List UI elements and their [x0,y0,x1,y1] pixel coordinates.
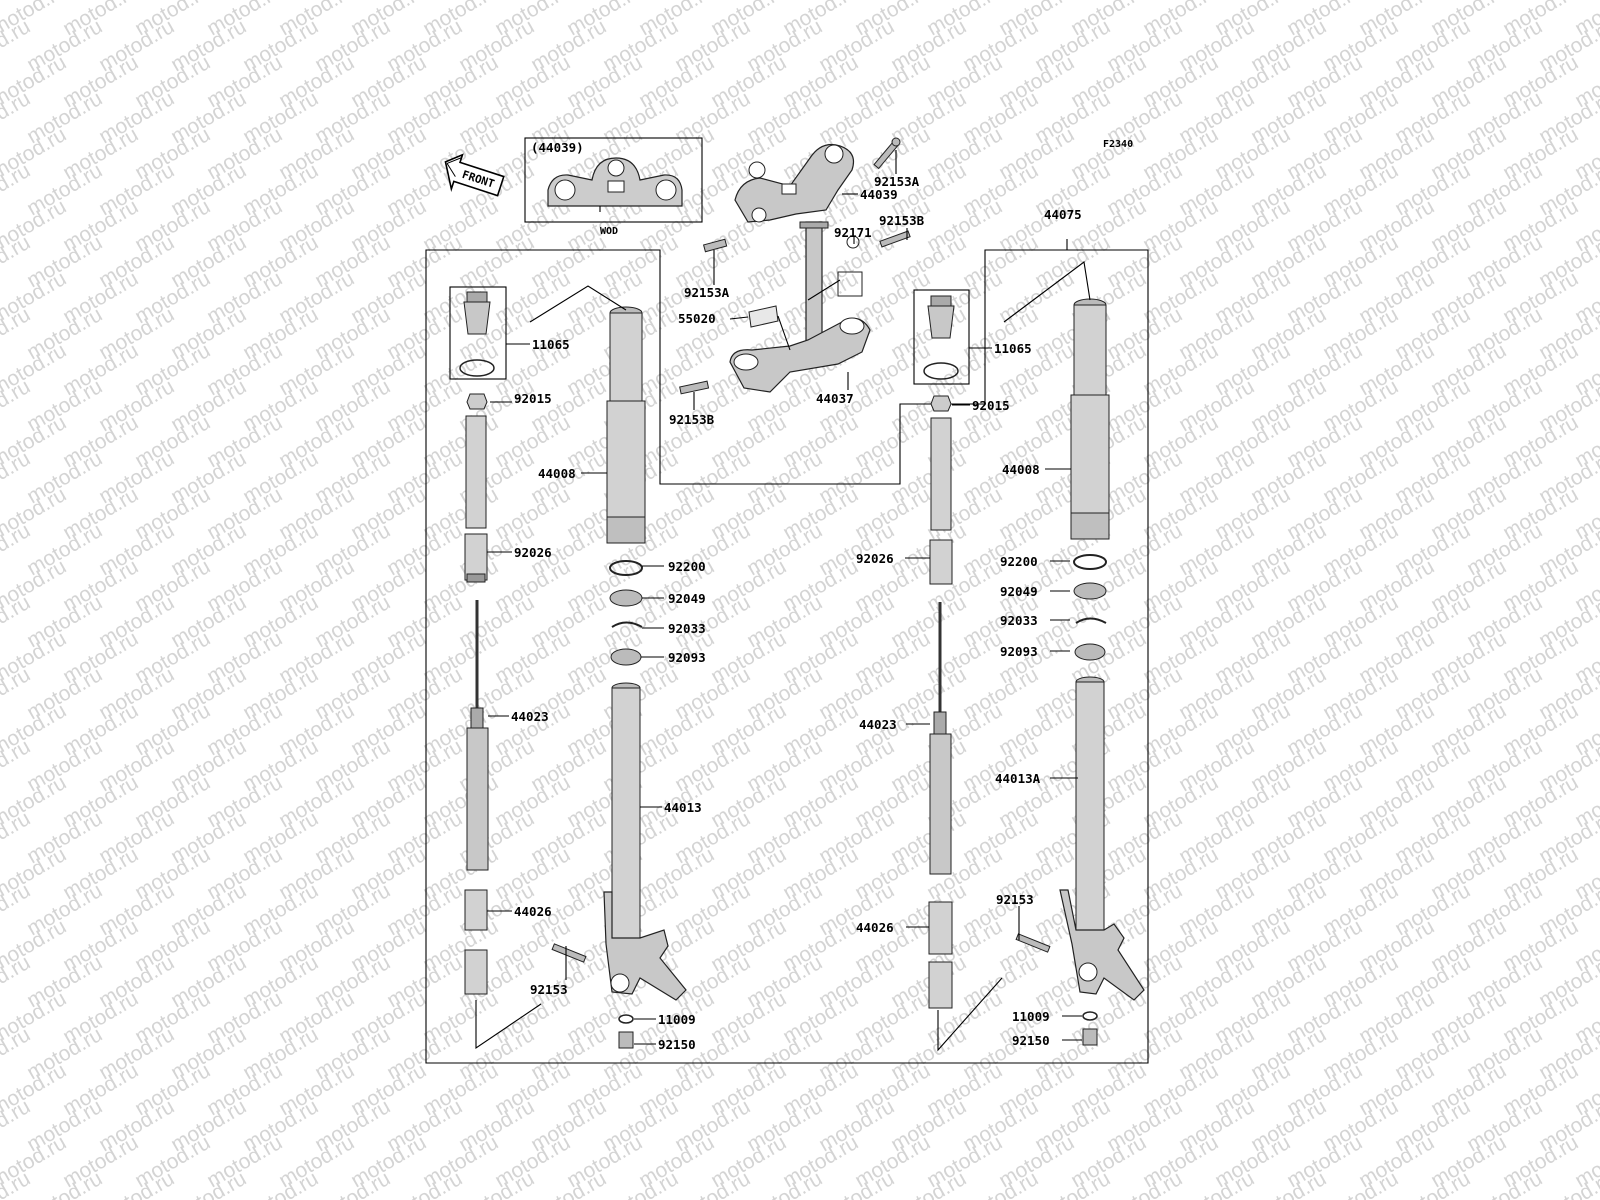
right-bolt-92150-icon [1082,1028,1098,1046]
callout-r-ring-92200: 92200 [1000,554,1038,569]
diagram-code: F2340 [1103,139,1133,150]
right-ring-92200-icon [1073,554,1107,570]
left-nut-92015-icon [466,393,488,410]
right-seal-92093-icon [1074,643,1106,661]
callout-l-seal-92093: 92093 [668,650,706,665]
right-seal-92049-icon [1073,582,1107,600]
callout-l-adjuster: 11065 [532,337,570,352]
callout-r-seal-92049: 92049 [1000,584,1038,599]
callout-l-outer-upper: 44008 [538,466,576,481]
callout-r-clip-92033: 92033 [1000,613,1038,628]
callout-l-bolt-92150: 92150 [658,1037,696,1052]
callout-r-collar: 92026 [856,551,894,566]
callout-l-ring-92200: 92200 [668,559,706,574]
right-outer-tube-44008-icon [1070,298,1110,540]
callout-r-adjuster: 11065 [994,341,1032,356]
left-collar-92026-icon [464,415,488,583]
callout-stem: 44037 [816,391,854,406]
callout-clip: 92171 [834,225,872,240]
callout-r-damper: 44023 [859,717,897,732]
inset-ref: (44039) [531,140,584,155]
right-washer-11009-icon [1082,1011,1098,1021]
bolt-92153B-lower-icon [679,380,710,395]
left-washer-11009-icon [618,1014,634,1024]
callout-bolt-b-upper: 92153B [879,213,925,228]
callout-r-nut: 92015 [972,398,1010,413]
callout-l-washer: 11009 [658,1012,696,1027]
callout-r-outer-upper: 44008 [1002,462,1040,477]
callout-r-seal-92093: 92093 [1000,644,1038,659]
label-plate-55020-icon [748,305,779,328]
callout-top-bracket: 44039 [860,187,898,202]
callout-l-bolt-92153: 92153 [530,982,568,997]
right-collar-92026-icon [929,417,953,585]
left-outer-tube-44008-icon [606,306,646,544]
callout-r-bolt-92150: 92150 [1012,1033,1050,1048]
callout-r-inner-tube: 44013A [995,771,1041,786]
callout-r-spring: 44026 [856,920,894,935]
callout-l-collar: 92026 [514,545,552,560]
callout-l-damper: 44023 [511,709,549,724]
callout-bolt-a-lower: 92153A [684,285,730,300]
right-damper-44023-icon [929,602,952,875]
callout-fork-group: 44075 [1044,207,1082,222]
right-nut-92015-icon [930,395,952,412]
callout-l-nut: 92015 [514,391,552,406]
left-seal-92049-icon [609,589,643,607]
callout-l-spring: 44026 [514,904,552,919]
inset-variant: WOD [600,226,618,237]
callout-label-plate: 55020 [678,311,716,326]
callout-bolt-b-lower: 92153B [669,412,715,427]
callout-l-inner-tube: 44013 [664,800,702,815]
callout-l-seal-92049: 92049 [668,591,706,606]
left-bolt-92150-icon [618,1031,634,1049]
callout-l-clip-92033: 92033 [668,621,706,636]
callout-r-washer: 11009 [1012,1009,1050,1024]
left-seal-92093-icon [610,648,642,666]
callout-r-bolt-92153: 92153 [996,892,1034,907]
